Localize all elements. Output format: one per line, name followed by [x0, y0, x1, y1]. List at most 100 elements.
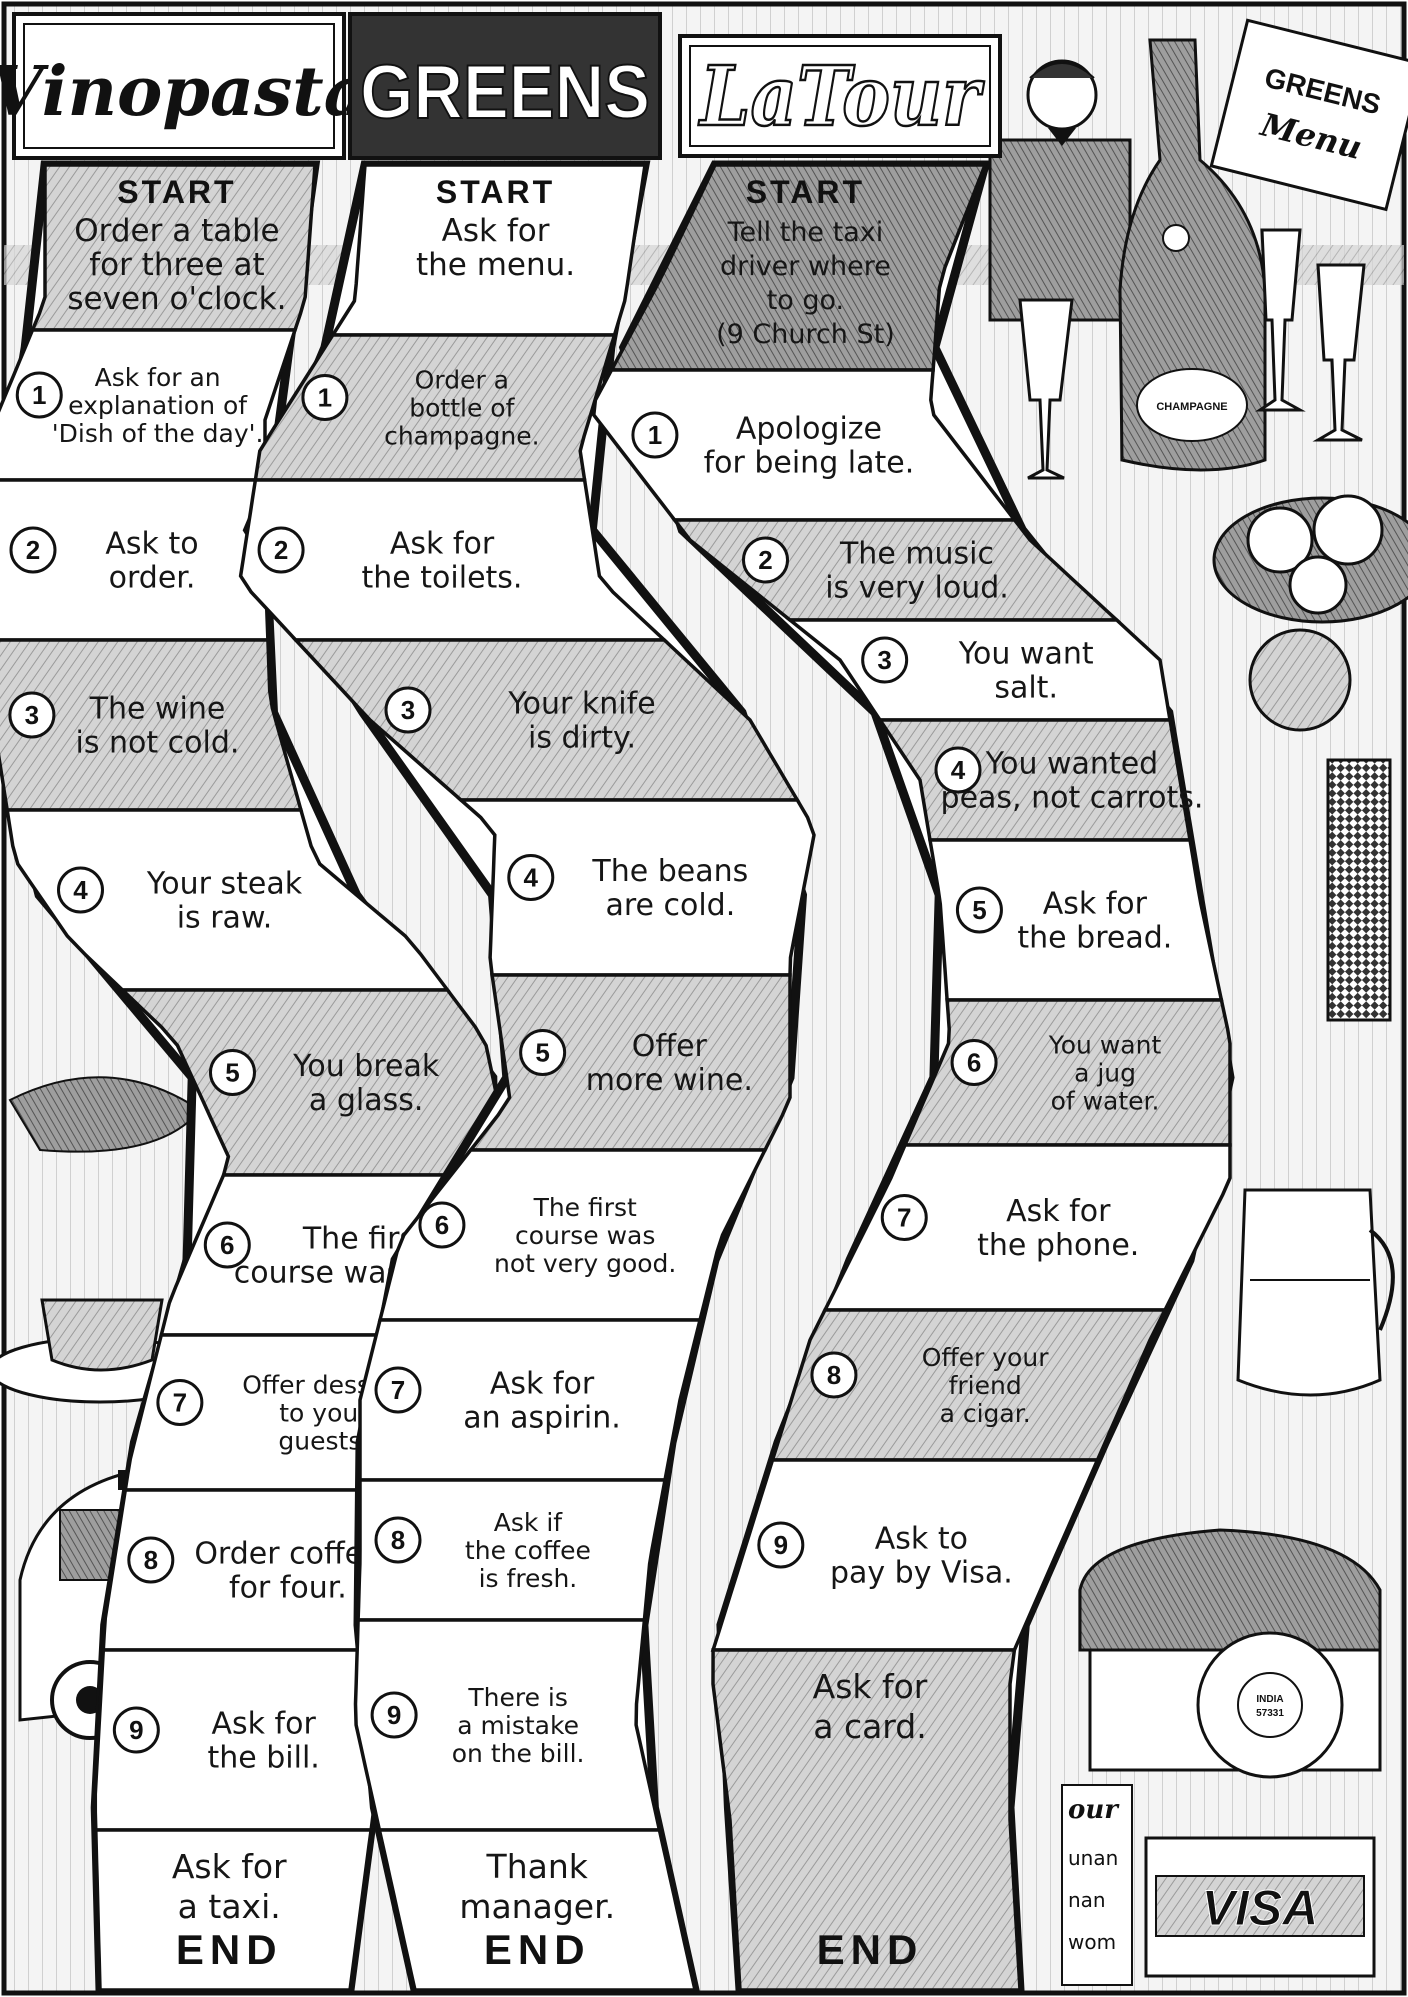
square-number-badge [519, 1029, 567, 1076]
square-number-badge [301, 374, 349, 421]
square-task-line: Ask to [105, 527, 198, 562]
square-number-badge [370, 1691, 418, 1739]
square-number-badge [127, 1536, 175, 1584]
end-task-line: a taxi. [178, 1887, 281, 1926]
square-task-line: The first [533, 1193, 637, 1222]
square-number: 3 [877, 645, 891, 675]
end-task-line: Ask for [813, 1667, 928, 1706]
square-number: 3 [401, 695, 415, 725]
square-task-line: are cold. [605, 888, 735, 923]
square-number-badge [156, 1379, 204, 1426]
square-number: 2 [274, 535, 288, 565]
square-number: 6 [967, 1048, 981, 1078]
square-task-line: You want [1048, 1030, 1162, 1059]
square-number-badge [9, 526, 57, 574]
square-number-badge [57, 866, 104, 914]
square-shape [94, 1828, 374, 1992]
receipt-line-4: wom [1068, 1930, 1116, 1954]
square-task-line: explanation of [68, 391, 248, 420]
champagne-glasses-illustration [1018, 228, 1366, 480]
square-task-line: is not cold. [76, 725, 240, 760]
square-task-line: pay by Visa. [830, 1555, 1013, 1590]
sign-vinopasta-name: Vinopasta [0, 52, 368, 132]
square-task-line: more wine. [586, 1063, 753, 1098]
square-number-badge [955, 886, 1003, 934]
sign-greens: GREENS [348, 12, 662, 160]
square-task-line: is raw. [177, 900, 273, 935]
square-task-line: Ask for [490, 1367, 595, 1402]
square-task-line: a mistake [457, 1711, 579, 1740]
square-task-line: You want [958, 637, 1094, 672]
start-task-line: Ask for [442, 213, 550, 249]
square-number-badge [384, 686, 432, 734]
receipt-illustration: our unan nan wom [1061, 1784, 1133, 1986]
end-task-line: Ask for [172, 1847, 287, 1886]
square-number: 9 [129, 1715, 143, 1745]
start-task-line: seven o'clock. [67, 281, 286, 317]
square-task-line: for four. [229, 1570, 347, 1605]
square-number-badge [374, 1366, 422, 1414]
phone-number-text: 57331 [1256, 1708, 1284, 1719]
telephone-illustration: INDIA 57331 [1078, 1528, 1382, 1779]
phone-dial-text: INDIA [1256, 1694, 1283, 1705]
square-number: 6 [220, 1230, 234, 1260]
square-task-line: Ask to [875, 1522, 968, 1557]
champagne-bottle-illustration: CHAMPAGNE [1118, 38, 1267, 472]
end-task-line: Thank [486, 1847, 589, 1886]
square-task-line: order. [109, 560, 196, 595]
square-task-line: the toilets. [362, 560, 523, 595]
square-number: 5 [225, 1058, 239, 1088]
square-task-line: champagne. [384, 421, 540, 450]
square-task-line: an aspirin. [463, 1400, 621, 1435]
square-task-line: Apologize [736, 412, 882, 447]
square-number-badge [880, 1194, 928, 1241]
square-number: 2 [26, 535, 40, 565]
menu-card-illustration: GREENS Menu [1209, 18, 1408, 212]
champagne-label-text: CHAMPAGNE [1156, 401, 1227, 413]
square-number: 5 [535, 1038, 549, 1068]
square-number-badge [742, 536, 789, 584]
square-task-line: The beans [591, 854, 748, 889]
square-number: 7 [897, 1203, 911, 1233]
water-jug-illustration [1236, 1188, 1395, 1397]
start-task-line: the menu. [416, 247, 575, 283]
square-task-line: the bread. [1017, 920, 1172, 955]
start-task-line: Tell the taxi [727, 217, 884, 248]
square-number-badge [257, 526, 305, 574]
square-task-line: salt. [994, 670, 1058, 705]
square-number-badge [203, 1221, 251, 1269]
square-number-badge [934, 746, 982, 794]
receipt-line-1: our [1068, 1795, 1120, 1825]
square-task-line: a jug [1074, 1058, 1136, 1087]
start-task-line: driver where [720, 251, 891, 282]
square-number: 4 [73, 875, 88, 905]
end-label: END [484, 1926, 591, 1973]
square-number-badge [810, 1351, 858, 1399]
receipt-line-2: unan [1068, 1846, 1118, 1870]
square-number: 6 [435, 1210, 449, 1240]
square-number-badge [757, 1521, 805, 1569]
square-number: 4 [524, 863, 539, 893]
square-task-line: Ask for [212, 1707, 317, 1742]
square-number-badge [507, 854, 555, 901]
square-task-line: Offer your [922, 1343, 1049, 1372]
square-number-badge [418, 1201, 466, 1249]
start-task-line: Order a table [74, 213, 279, 249]
square-number: 7 [173, 1388, 187, 1418]
square-number-badge [8, 691, 56, 739]
square-task-line: The music [839, 537, 994, 572]
square-number: 8 [144, 1545, 158, 1575]
